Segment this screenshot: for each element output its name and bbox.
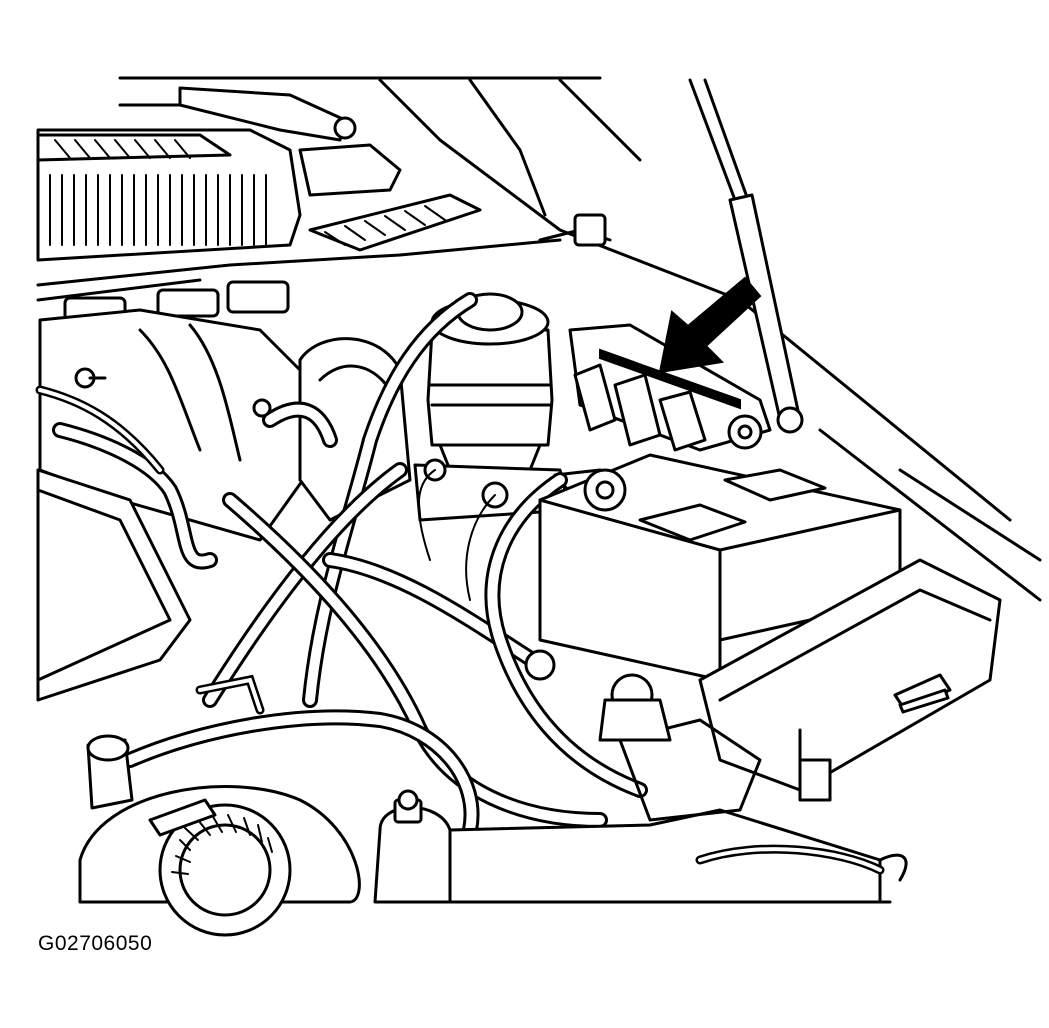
figure-caption: G02706050 bbox=[38, 932, 153, 955]
relay-center bbox=[568, 323, 772, 452]
pointer-arrow bbox=[658, 276, 762, 374]
power-steering-pump bbox=[373, 789, 452, 904]
hood-support-strut bbox=[688, 78, 804, 434]
vacuum-hoses bbox=[52, 292, 648, 838]
brake-fluid-reservoir bbox=[426, 292, 554, 472]
hood-outline bbox=[118, 76, 1042, 602]
air-cleaner-housing bbox=[36, 468, 192, 702]
alternator bbox=[78, 734, 361, 937]
cowl-lower-panel bbox=[36, 213, 612, 330]
radiator-support bbox=[448, 673, 908, 904]
power-distribution-center bbox=[698, 558, 1002, 802]
wiring-harness bbox=[35, 385, 885, 875]
wiper-linkage bbox=[118, 86, 402, 197]
cowl-vent-panel bbox=[36, 128, 482, 262]
